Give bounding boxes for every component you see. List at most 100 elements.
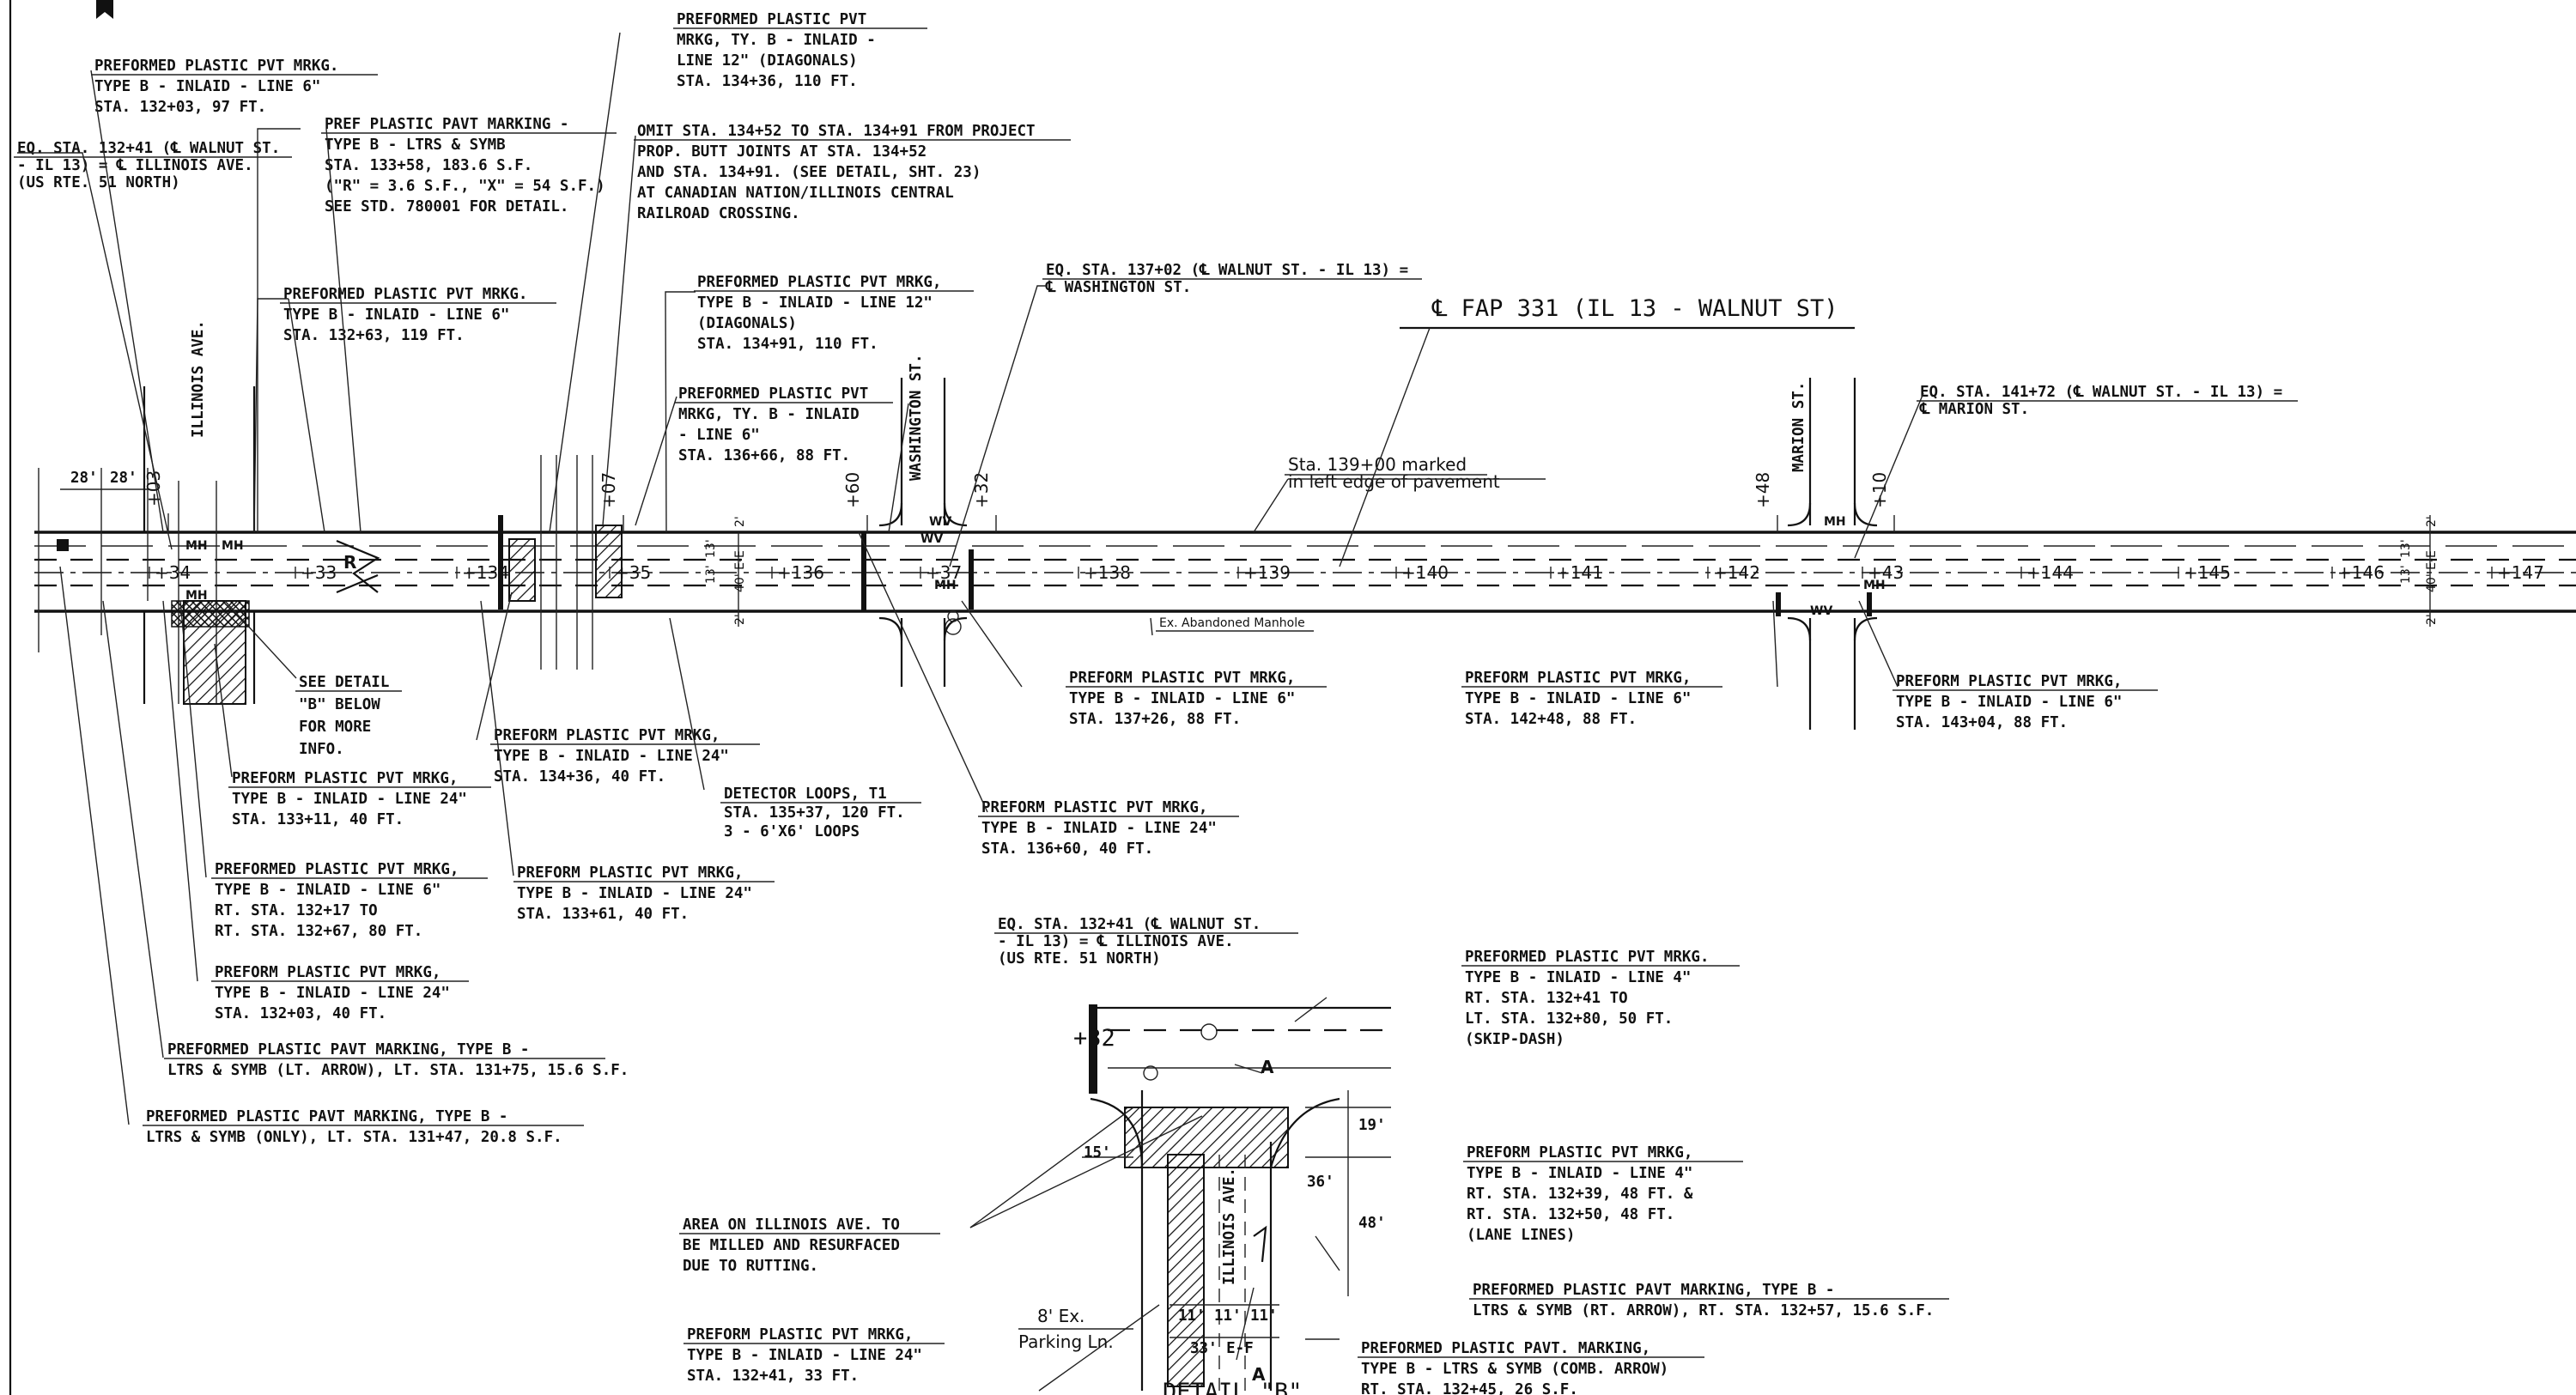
railroad-crossing: R	[336, 455, 623, 670]
station-label: +134	[462, 562, 509, 583]
station-offset: +60	[842, 472, 863, 508]
callout: PREFORM PLASTIC PVT MRKG,TYPE B - INLAID…	[513, 864, 775, 923]
callout: PREFORM PLASTIC PVT MRKG,TYPE B - INLAID…	[1066, 670, 1327, 728]
callout-line: STA. 133+11, 40 FT.	[232, 811, 404, 828]
callout-line: (US RTE. 51 NORTH)	[998, 950, 1161, 967]
callout-line: (US RTE. 51 NORTH)	[17, 174, 180, 191]
callout-line: PREFORM PLASTIC PVT MRKG,	[494, 727, 720, 744]
callout-line: EQ. STA. 132+41 (℄ WALNUT ST.	[17, 140, 280, 157]
callout: PREFORMED PLASTIC PAVT MARKING, TYPE B -…	[1469, 1282, 1949, 1319]
callout-line: - IL 13) = ℄ ILLINOIS AVE.	[17, 157, 253, 174]
dim-28a: 28'	[70, 470, 98, 487]
utility-label: MH	[185, 589, 208, 603]
callout-line: DETECTOR LOOPS, T1	[724, 785, 887, 803]
callout: PREFORMED PLASTIC PVT MRKG,TYPE B - INLA…	[211, 861, 488, 940]
callout-line: PREFORMED PLASTIC PVT MRKG.	[94, 58, 338, 75]
callout-line: MRKG, TY. B - INLAID -	[677, 32, 876, 49]
callout-line: PREFORM PLASTIC PVT MRKG,	[1467, 1144, 1692, 1161]
station-label: +33	[301, 562, 337, 583]
utility-label: MH	[222, 539, 244, 553]
utility-label: MH	[185, 539, 208, 553]
dim-19: 19'	[1358, 1117, 1386, 1134]
callout-line: LTRS & SYMB (RT. ARROW), RT. STA. 132+57…	[1473, 1302, 1934, 1319]
station-offset: +32	[971, 472, 992, 508]
callout: PREFORM PLASTIC PVT MRKG,TYPE B - INLAID…	[978, 799, 1239, 858]
callout: EQ. STA. 137+02 (℄ WALNUT ST. - IL 13) =…	[1042, 262, 1422, 296]
callout-line: EQ. STA. 141+72 (℄ WALNUT ST. - IL 13) =	[1920, 384, 2282, 401]
callout-line: STA. 134+36, 40 FT.	[494, 768, 665, 785]
callout-line: AND STA. 134+91. (SEE DETAIL, SHT. 23)	[637, 164, 981, 181]
callout-line: LTRS & SYMB (LT. ARROW), LT. STA. 131+75…	[167, 1062, 629, 1079]
street-label-illinois: ILLINOIS AVE.	[190, 320, 207, 438]
callout-line: ("R" = 3.6 S.F., "X" = 54 S.F.)	[325, 178, 605, 195]
callout-line: STA. 132+63, 119 FT.	[283, 327, 465, 344]
parking-lane-label: Parking Ln.	[1018, 1331, 1114, 1352]
callout: EQ. STA. 132+41 (℄ WALNUT ST.- IL 13) = …	[994, 916, 1298, 967]
callout-line: PREFORMED PLASTIC PVT MRKG.	[283, 286, 527, 303]
station-offset: +48	[1753, 472, 1773, 508]
utility-label: WV	[929, 515, 951, 529]
callout: PREFORM PLASTIC PVT MRKG, TYPE B - INLAID…	[1893, 673, 2158, 731]
detail-b: +32 A A 19' 36' 48' 15' 11' 11' 11' 33' …	[969, 997, 1391, 1395]
callout-line: ℄ MARION ST.	[1919, 401, 2029, 418]
callout-line: ℄ WASHINGTON ST.	[1045, 279, 1191, 296]
utility-label: MH	[1824, 515, 1846, 529]
callout-line: EQ. STA. 132+41 (℄ WALNUT ST.	[998, 916, 1261, 933]
callout-line: RAILROAD CROSSING.	[637, 205, 800, 222]
north-arrow-mark	[96, 0, 113, 19]
callout: PREFORM PLASTIC PVT MRKG, TYPE B - INLAID…	[490, 727, 760, 785]
marion-st: MARION ST.	[1776, 378, 1878, 730]
station-label: +136	[777, 562, 824, 583]
callout-line: PREFORM PLASTIC PVT MRKG,	[1896, 673, 2122, 690]
utility-label: WV	[920, 532, 943, 546]
callout-line: "B" BELOW	[299, 696, 380, 713]
svg-text:R: R	[343, 552, 356, 573]
dim-13c: 13'	[2399, 539, 2413, 558]
callout: PREFORMED PLASTIC PVT MRKG,TYPE B - INLA…	[694, 274, 974, 353]
callout-line: STA. 132+03, 40 FT.	[215, 1005, 386, 1022]
station-label: +147	[2497, 562, 2544, 583]
station-labels: +34+33+134+35+136+37+138+139+140+141+142…	[149, 562, 2544, 583]
street-label-washington: WASHINGTON ST.	[908, 354, 925, 481]
callout-line: PREFORM PLASTIC PVT MRKG,	[981, 799, 1207, 816]
callout-line: DUE TO RUTTING.	[683, 1258, 818, 1275]
roadway-title: ℄ FAP 331 (IL 13 - WALNUT ST)	[1431, 295, 1838, 322]
street-label-marion: MARION ST.	[1790, 382, 1807, 472]
callout-line: TYPE B - INLAID - LINE 4"	[1467, 1165, 1692, 1182]
dim-13a: 13'	[704, 539, 718, 558]
callout-line: TYPE B - INLAID - LINE 24"	[494, 748, 729, 765]
callout-line: OMIT STA. 134+52 TO STA. 134+91 FROM PRO…	[637, 123, 1036, 140]
callout-line: STA. 135+37, 120 FT.	[724, 804, 905, 822]
callout-line: PREFORM PLASTIC PVT MRKG,	[687, 1326, 913, 1343]
callout-line: RT. STA. 132+45, 26 S.F.	[1361, 1381, 1578, 1395]
callout: Ex. Abandoned Manhole	[1156, 616, 1314, 632]
station-label: +34	[155, 562, 191, 583]
callout-line: TYPE B - INLAID - LINE 24"	[215, 985, 450, 1002]
dim-2c: 2'	[2425, 516, 2439, 527]
callout-line: STA. 132+41, 33 FT.	[687, 1368, 859, 1385]
station-label: +138	[1084, 562, 1131, 583]
pavement-width-dims: 13' 13' 40' E-E 2' 2' 13' 13' 40' E-E 2'…	[704, 515, 2439, 627]
callout-line: STA. 133+61, 40 FT.	[517, 906, 689, 923]
callout-line: RT. STA. 132+67, 80 FT.	[215, 923, 422, 940]
callout-line: SEE DETAIL	[299, 674, 389, 691]
callout-line: STA. 137+26, 88 FT.	[1069, 711, 1241, 728]
callout-line: PREFORMED PLASTIC PAVT MARKING, TYPE B -	[1473, 1282, 1834, 1299]
lane-11a: 11'	[1178, 1307, 1206, 1325]
callout: PREFORMED PLASTIC PAVT MARKING, TYPE B -…	[164, 1041, 629, 1079]
callout-line: STA. 133+58, 183.6 S.F.	[325, 157, 532, 174]
callout-line: Sta. 139+00 marked	[1288, 454, 1467, 475]
callout-line: AREA ON ILLINOIS AVE. TO	[683, 1216, 900, 1234]
utility-label: WV	[1810, 604, 1832, 618]
callout-line: PREFORMED PLASTIC PVT MRKG,	[697, 274, 941, 291]
callout: OMIT STA. 134+52 TO STA. 134+91 FROM PRO…	[634, 123, 1071, 222]
dim-2b: 2'	[733, 614, 747, 625]
callout-line: TYPE B - INLAID - LINE 24"	[232, 791, 467, 808]
callout: PREFORMED PLASTIC PVT MRKG.TYPE B - INLA…	[280, 286, 556, 344]
callout-line: TYPE B - INLAID - LINE 6"	[1896, 694, 2122, 711]
callout-line: LTRS & SYMB (ONLY), LT. STA. 131+47, 20.…	[146, 1129, 562, 1146]
callout-line: RT. STA. 132+50, 48 FT.	[1467, 1206, 1674, 1223]
